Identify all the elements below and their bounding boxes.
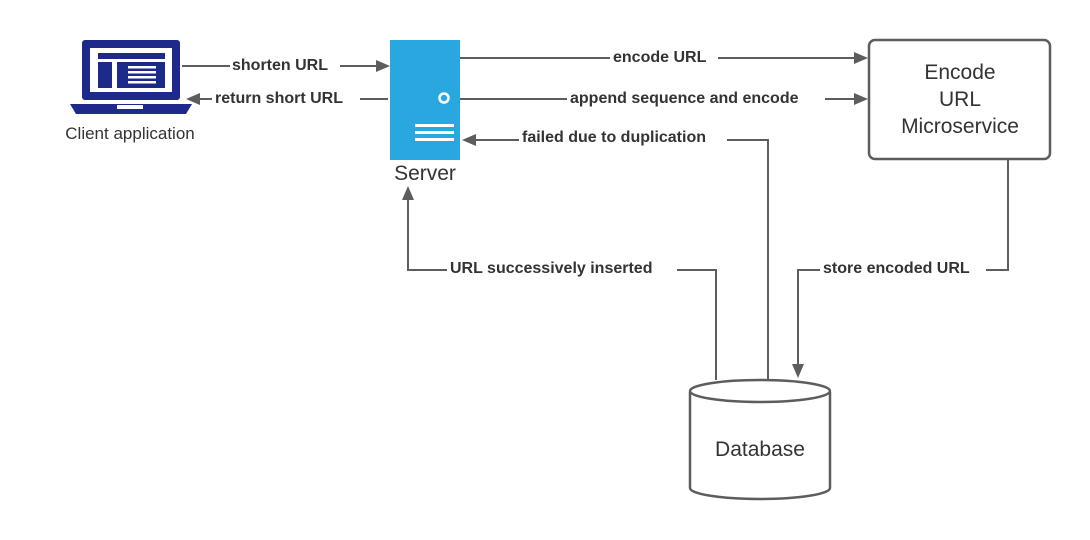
edge-label-append-sequence: append sequence and encode xyxy=(570,90,799,107)
database-node: Database xyxy=(688,378,832,501)
microservice-node: Encode URL Microservice xyxy=(867,38,1052,161)
edge-encode-url-arrowhead xyxy=(854,52,868,64)
edge-store-encoded-arrowhead xyxy=(792,364,804,378)
edge-url-inserted-line xyxy=(407,198,717,380)
edge-return-short-url-arrowhead xyxy=(186,93,200,105)
server-icon xyxy=(390,40,460,160)
client-label: Client application xyxy=(65,124,194,143)
edge-label-encode-url: encode URL xyxy=(613,49,707,66)
laptop-icon xyxy=(70,40,192,114)
edge-label-url-inserted: URL successively inserted xyxy=(450,260,652,277)
edge-append-sequence-arrowhead xyxy=(854,93,868,105)
edge-label-failed-duplication: failed due to duplication xyxy=(522,129,706,146)
edge-label-store-encoded: store encoded URL xyxy=(823,260,970,277)
microservice-label-line-2: URL xyxy=(939,88,981,111)
database-label: Database xyxy=(715,438,805,461)
edge-shorten-url-arrowhead xyxy=(376,60,390,72)
edge-labels: shorten URL return short URL encode URL … xyxy=(212,48,986,279)
database-icon xyxy=(688,378,832,501)
server-label: Server xyxy=(394,162,456,185)
microservice-label-line-3: Microservice xyxy=(901,115,1019,138)
client-node: Client application xyxy=(65,40,195,143)
edge-label-shorten-url: shorten URL xyxy=(232,57,328,74)
edge-label-return-short-url: return short URL xyxy=(215,90,343,107)
server-node: Server xyxy=(390,40,460,185)
microservice-label-line-1: Encode xyxy=(924,61,995,84)
edge-url-inserted-arrowhead xyxy=(402,186,414,200)
microservice-box xyxy=(867,38,1052,161)
edge-failed-duplication-arrowhead xyxy=(462,134,476,146)
